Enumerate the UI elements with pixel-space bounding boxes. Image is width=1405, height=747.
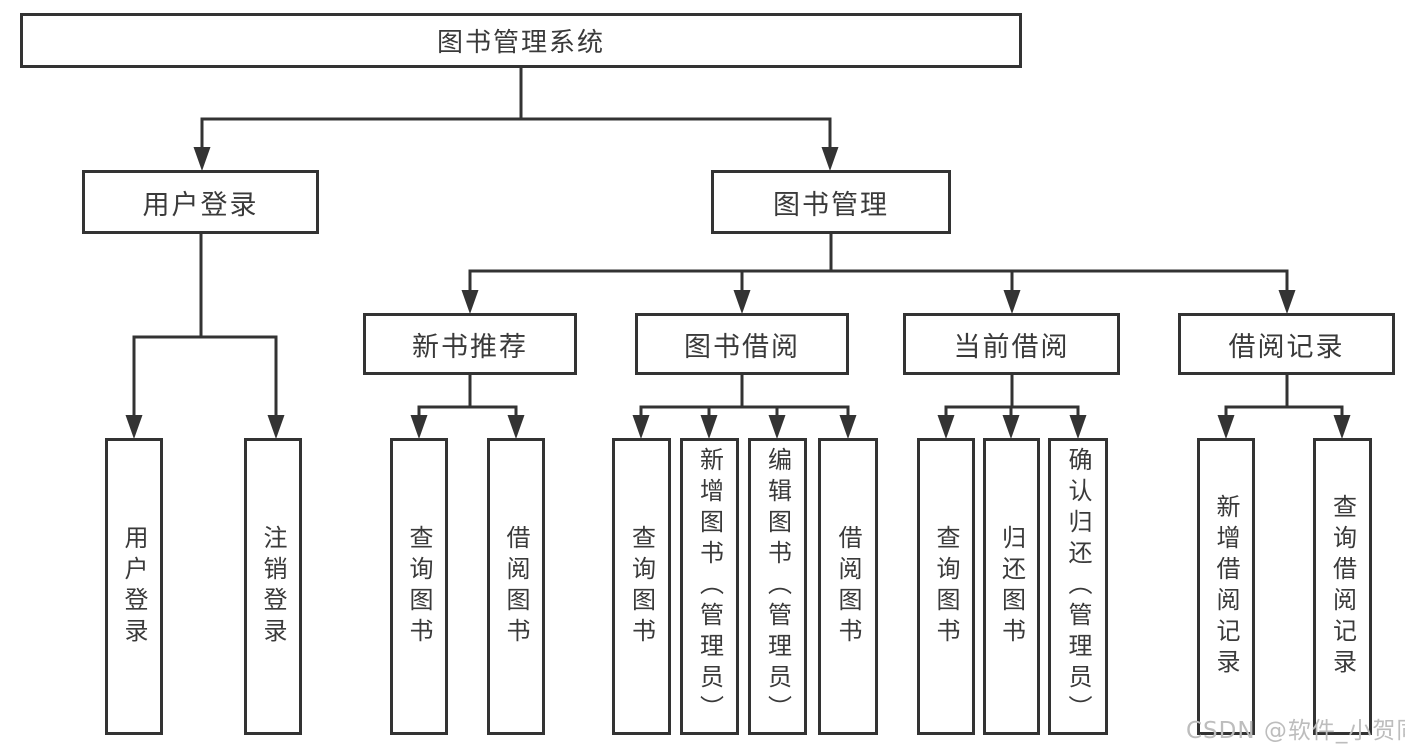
node-label: 借阅记录 bbox=[1228, 331, 1345, 363]
node-label: 编辑图书（管理员） bbox=[763, 447, 792, 726]
leaf-logout: 注销登录 bbox=[244, 438, 302, 735]
leaf-return-books: 归还图书 bbox=[983, 438, 1040, 735]
node-label: 当前借阅 bbox=[953, 331, 1070, 363]
leaf-query-books-current: 查询图书 bbox=[917, 438, 975, 735]
node-book-borrow: 图书借阅 bbox=[635, 313, 849, 375]
leaf-edit-books-admin: 编辑图书（管理员） bbox=[748, 438, 807, 735]
node-label: 新书推荐 bbox=[412, 331, 528, 363]
node-label: 注销登录 bbox=[259, 524, 287, 649]
node-label: 查询图书 bbox=[405, 524, 433, 649]
leaf-confirm-return-admin: 确认归还（管理员） bbox=[1048, 438, 1108, 735]
node-user-login: 用户登录 bbox=[82, 170, 319, 234]
leaf-user-login: 用户登录 bbox=[105, 438, 163, 735]
leaf-borrow-books: 借阅图书 bbox=[818, 438, 878, 735]
node-label: 归还图书 bbox=[997, 524, 1026, 649]
node-label: 查询借阅记录 bbox=[1328, 493, 1357, 680]
node-label: 确认归还（管理员） bbox=[1064, 447, 1092, 726]
node-label: 借阅图书 bbox=[502, 524, 530, 649]
node-book-management: 图书管理 bbox=[711, 170, 951, 234]
node-label: 图书管理 bbox=[773, 189, 889, 221]
node-current-borrow: 当前借阅 bbox=[903, 313, 1120, 375]
leaf-borrow-books-recommend: 借阅图书 bbox=[487, 438, 545, 735]
node-label: 新增借阅记录 bbox=[1212, 493, 1240, 680]
leaf-query-borrow-record: 查询借阅记录 bbox=[1313, 438, 1372, 735]
node-label: 用户登录 bbox=[120, 524, 148, 649]
node-system-root: 图书管理系统 bbox=[20, 13, 1022, 68]
node-label: 查询图书 bbox=[932, 524, 960, 649]
node-new-book-recommend: 新书推荐 bbox=[363, 313, 577, 375]
node-label: 新增图书（管理员） bbox=[695, 447, 724, 726]
leaf-add-books-admin: 新增图书（管理员） bbox=[680, 438, 739, 735]
node-label: 图书借阅 bbox=[684, 331, 800, 363]
csdn-watermark: CSDN @软件_小贺同学 bbox=[1186, 718, 1405, 744]
node-borrow-records: 借阅记录 bbox=[1178, 313, 1395, 375]
node-label: 图书管理系统 bbox=[436, 28, 605, 58]
leaf-query-books-recommend: 查询图书 bbox=[390, 438, 448, 735]
node-label: 用户登录 bbox=[142, 189, 259, 221]
node-label: 借阅图书 bbox=[834, 524, 862, 649]
leaf-add-borrow-record: 新增借阅记录 bbox=[1197, 438, 1255, 735]
node-label: 查询图书 bbox=[627, 524, 656, 649]
leaf-query-books-borrow: 查询图书 bbox=[612, 438, 671, 735]
